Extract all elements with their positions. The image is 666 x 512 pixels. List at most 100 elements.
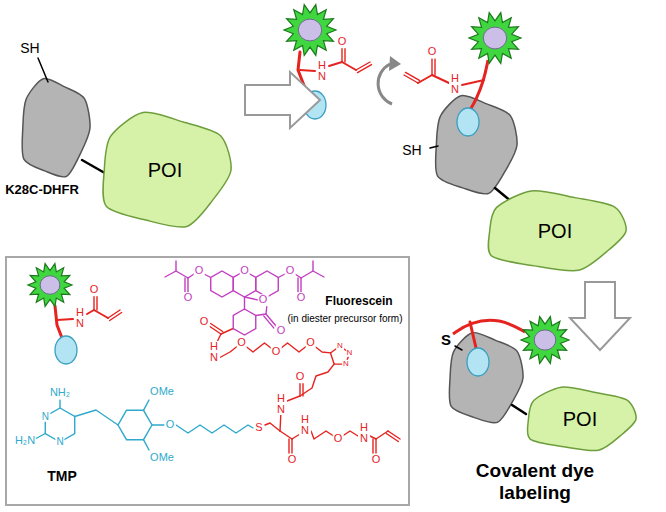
poi-blob: POI [95, 110, 235, 230]
bond [211, 324, 223, 332]
atom-label: O [258, 294, 269, 306]
dhfr-protein [22, 78, 90, 176]
bond [297, 278, 298, 292]
structure-label: Fluorescein [325, 295, 392, 308]
atom-label: O [89, 284, 100, 296]
bond [341, 48, 342, 62]
bond [144, 440, 150, 450]
probe-linker [453, 320, 525, 334]
bond [93, 296, 94, 310]
atom-label: N [346, 349, 354, 357]
bond [245, 297, 259, 300]
process-arrow [570, 282, 630, 350]
atom-label: O [285, 265, 296, 277]
atom-label: H N [358, 422, 370, 444]
bond [59, 400, 60, 408]
bond [96, 296, 97, 310]
bond [375, 439, 376, 453]
atom-label: O [305, 337, 316, 349]
bond [372, 439, 373, 453]
bond [175, 261, 176, 271]
bond [431, 59, 432, 75]
process-arrow [245, 72, 320, 128]
bond [301, 271, 324, 278]
bond [144, 400, 150, 410]
atom-label: S [254, 422, 263, 434]
bond [291, 439, 292, 453]
atom-label: H N [275, 393, 287, 415]
bond [357, 65, 371, 73]
dhfr-protein [449, 333, 523, 423]
probe-linker [470, 60, 488, 110]
ring [118, 410, 152, 439]
thiol-stick [38, 58, 48, 82]
atom-label: N [41, 411, 50, 422]
atom-label: N [336, 342, 344, 350]
bond [110, 312, 122, 320]
atom-label: O [295, 371, 306, 383]
ring [233, 309, 256, 335]
poi-shape [103, 112, 231, 227]
atom-label: NH₂ [49, 387, 71, 399]
bond [280, 431, 292, 439]
thiol-stick [430, 146, 438, 148]
bond [405, 72, 419, 80]
bond [165, 271, 188, 278]
bond [376, 431, 388, 439]
thiol-label: SH [19, 41, 40, 56]
atom-label: O [239, 265, 250, 277]
atom-label: H N [299, 414, 311, 436]
poi-shape [527, 387, 636, 451]
atom-label: O [296, 292, 307, 304]
atom-label: O [183, 292, 194, 304]
bond [344, 48, 345, 62]
dye-blob [534, 330, 556, 350]
tmp-ligand [457, 108, 479, 136]
dye-blob [483, 27, 506, 49]
bond [432, 75, 449, 83]
structure-label: (in diester precursor form) [287, 313, 402, 324]
bond [312, 261, 313, 271]
thioether-label: S [440, 332, 452, 348]
bond [342, 62, 356, 70]
bond [299, 383, 300, 396]
tmp-ligand [55, 336, 77, 364]
poi-blob: POI [520, 384, 640, 454]
atom-label: H N [208, 341, 220, 363]
bond [329, 62, 342, 66]
step-caption: Covalent dye labeling [449, 460, 621, 504]
atom-label: O [337, 36, 348, 48]
atom-label: O [165, 419, 176, 431]
atom-label: O [287, 454, 298, 466]
atom-label: O [271, 346, 282, 358]
rotation-arrowhead [389, 56, 401, 71]
poi-blob: POI [480, 188, 630, 274]
fluorophore-star [284, 5, 336, 56]
atom-label: OMe [149, 386, 175, 398]
probe-linker [470, 322, 476, 348]
atom-label: H₂N [14, 435, 36, 447]
ring [256, 271, 279, 297]
bond [300, 278, 301, 292]
bond [152, 424, 164, 425]
atom-label: H N [316, 60, 328, 82]
bond [35, 434, 45, 440]
atom-label: N [55, 437, 64, 448]
bond [176, 425, 253, 433]
atom-label: O [276, 325, 287, 337]
probe-linker [55, 306, 62, 338]
fluorophore-star [469, 13, 521, 64]
bond [434, 59, 435, 75]
atom-label: OMe [149, 452, 175, 464]
bond [288, 439, 289, 453]
atom-label: H N [74, 307, 86, 329]
dhfr-protein [436, 95, 518, 193]
dye-blob [40, 276, 60, 294]
bond [386, 433, 398, 441]
thiol-label: SH [401, 143, 422, 158]
tmp-ligand [467, 348, 489, 376]
atom-label: H N [449, 73, 461, 95]
protein-name: POI [148, 159, 182, 181]
bond [187, 278, 188, 292]
